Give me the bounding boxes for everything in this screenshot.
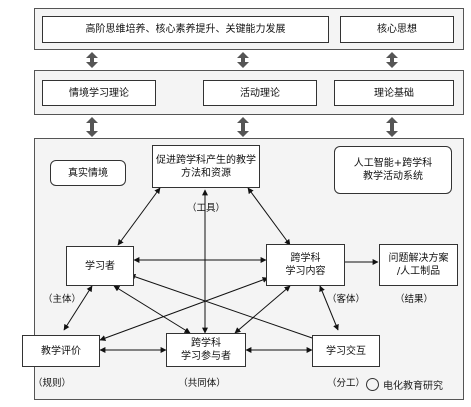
link-tools-content [247,187,291,246]
link-learner-participants [113,285,191,334]
band-arrow-right-2 [386,117,398,137]
evaluation-box: 教学评价 [22,335,100,367]
outcome-label: （结果） [394,294,433,305]
outcome-box: 问题解决方案 /人工制品 [379,244,458,286]
real-situation-box: 真实情境 [50,160,126,186]
band-connector-arrows [86,52,398,137]
situated-learning-box: 情境学习理论 [42,80,156,106]
community-label: （共同体） [178,378,226,389]
band-arrow-mid-1 [237,52,249,68]
division-label: （分工） [326,378,365,389]
rules-label: （规则） [32,378,71,389]
band-arrow-right-1 [386,52,398,68]
band-arrow-mid-2 [237,117,249,137]
core-idea-box: 核心思想 [340,16,454,43]
content-box: 跨学科 学习内容 [266,244,345,286]
link-content-evaluation [99,277,269,341]
theory-basis-box: 理论基础 [334,80,454,106]
band-arrow-left-1 [86,52,98,68]
core-goal-box: 高阶思维培养、核心素养提升、关键能力发展 [42,16,329,43]
subject-label: （主体） [42,294,81,305]
link-tools-learner [117,187,161,246]
learner-box: 学习者 [66,246,134,286]
tools-box: 促进跨学科产生的教学 方法和资源 [152,145,260,188]
watermark-text: 电化教育研究 [383,381,443,392]
wechat-icon [366,378,379,391]
watermark: 电化教育研究 [366,377,443,392]
participants-box: 跨学科 学习参与者 [166,333,246,367]
link-learner-evaluation [63,285,93,331]
link-content-interaction [319,285,339,331]
band-arrow-left-2 [86,117,98,137]
interaction-box: 学习交互 [312,335,380,367]
activity-links [63,187,339,353]
object-label: （客体） [326,294,365,305]
tools-label: （工具） [186,203,225,214]
link-content-participants [234,285,291,334]
ai-system-box: 人工智能+跨学科 教学活动系统 [334,146,452,194]
activity-theory-box: 活动理论 [203,80,317,106]
